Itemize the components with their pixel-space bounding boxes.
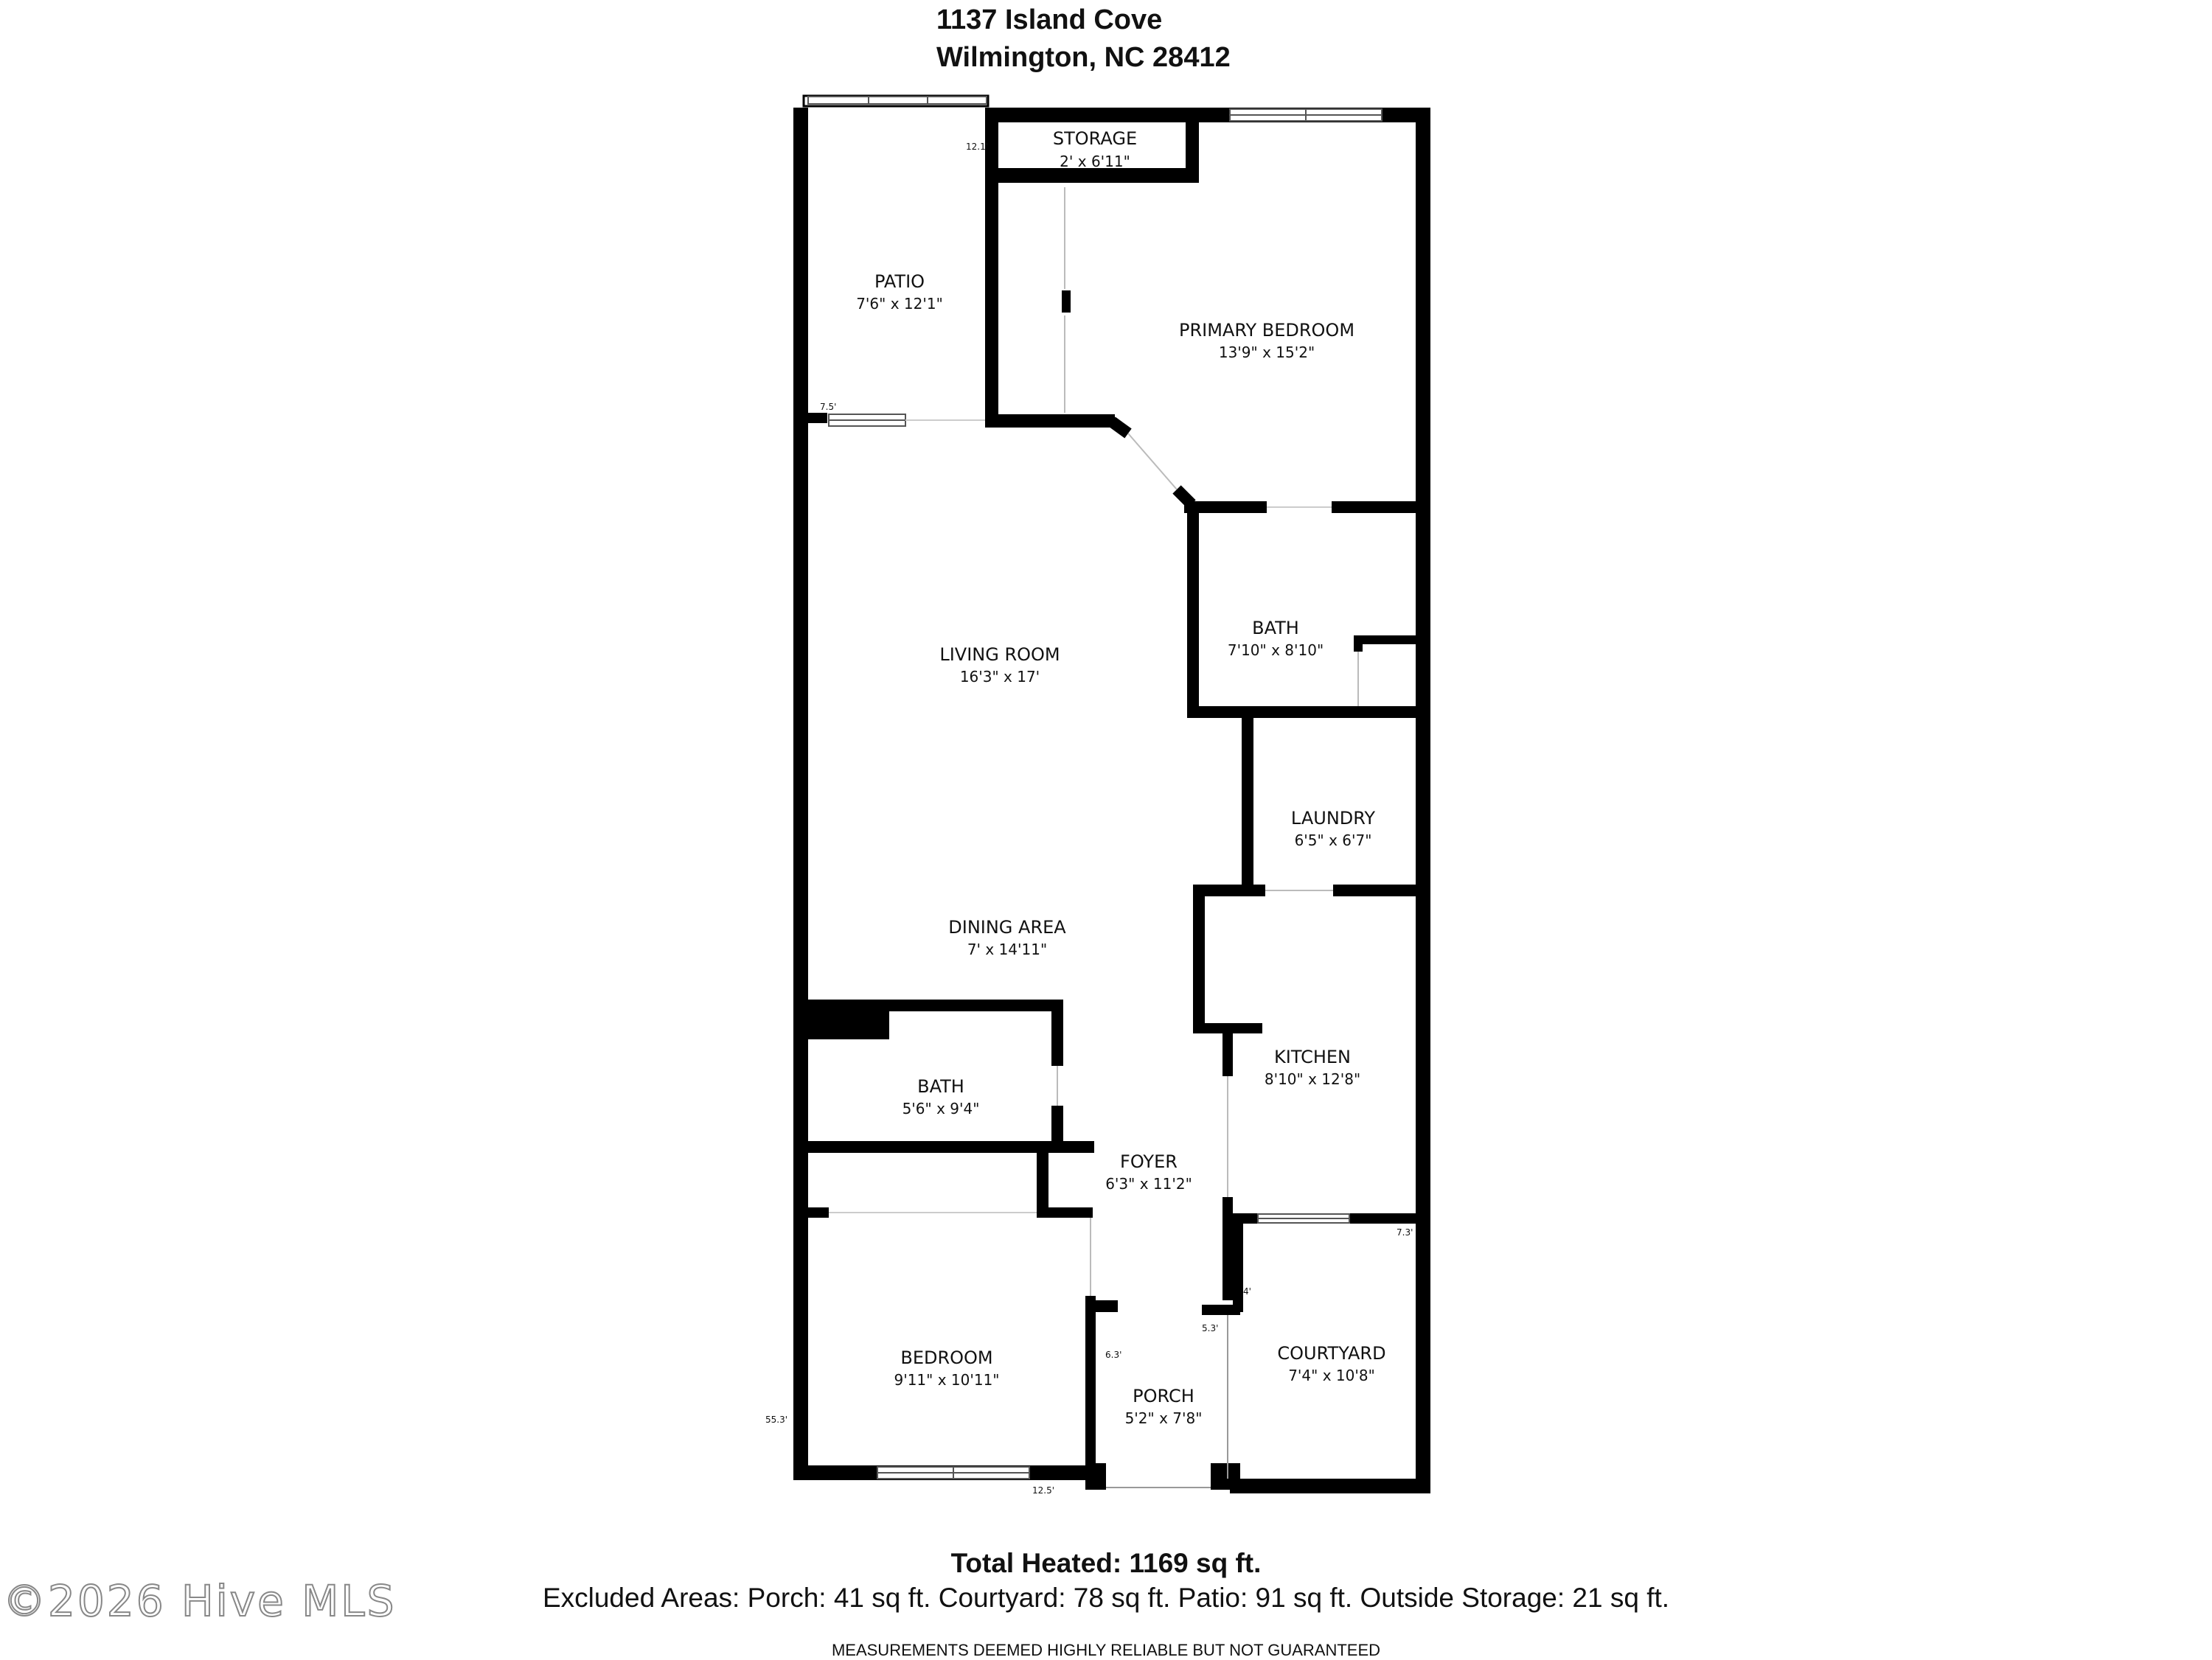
kitchen-west-wall-lower: [1222, 1197, 1233, 1300]
room-label-storage: STORAGE: [1053, 128, 1137, 149]
dimension-label: 7.5': [820, 402, 836, 412]
watermark: ©2026 Hive MLS: [2, 1575, 397, 1627]
hall-bath-east-wall-upper: [1051, 1000, 1063, 1066]
bedroom-east-wall: [1085, 1296, 1096, 1480]
dimension-label: 55.3': [765, 1415, 787, 1425]
outer-wall-west: [793, 108, 808, 1479]
room-size-primary-bath: 7'10" x 8'10": [1228, 641, 1324, 659]
room-size-laundry: 6'5" x 6'7": [1295, 831, 1372, 849]
room-label-dining-area: DINING AREA: [948, 917, 1066, 938]
dimension-label: 6.3': [1105, 1350, 1121, 1360]
patio-east-wall: [985, 108, 998, 426]
room-size-porch: 5'2" x 7'8": [1125, 1409, 1203, 1427]
room-size-living-room: 16'3" x 17': [960, 668, 1040, 686]
laundry-west-wall: [1242, 715, 1253, 892]
room-label-primary-bath: BATH: [1252, 618, 1299, 638]
porch-west-wing: [1085, 1300, 1118, 1312]
kitchen-west-wall-upper: [1193, 885, 1205, 1032]
room-label-foyer: FOYER: [1120, 1151, 1178, 1172]
room-size-foyer: 6'3" x 11'2": [1105, 1175, 1192, 1193]
room-size-hall-bath: 5'6" x 9'4": [902, 1100, 980, 1117]
room-size-primary-bedroom: 13'9" x 15'2": [1219, 343, 1315, 361]
hall-bath-south-wall: [808, 1141, 1094, 1153]
primary-bath-north-wall-b: [1332, 501, 1429, 513]
hall-bath-east-wall-lower: [1051, 1106, 1063, 1147]
dimension-label: 12.5': [1032, 1485, 1054, 1496]
bath-closet-jamb: [1354, 635, 1363, 652]
total-heated-area: Total Heated: 1169 sq ft.: [950, 1548, 1262, 1578]
room-size-kitchen: 8'10" x 12'8": [1265, 1070, 1360, 1088]
room-label-patio: PATIO: [874, 271, 925, 292]
room-label-porch: PORCH: [1133, 1386, 1194, 1406]
dimension-label: 12.1': [966, 142, 988, 152]
primary-bath-west-wall: [1187, 501, 1199, 715]
dimension-label: 5.3': [1202, 1323, 1218, 1333]
bedroom-north-jamb: [808, 1207, 829, 1218]
kitchen-wall-stub: [1222, 1033, 1233, 1076]
room-label-hall-bath: BATH: [917, 1076, 964, 1097]
outer-wall-east: [1416, 108, 1430, 1493]
closet-wall-stub: [1062, 290, 1071, 313]
angled-wall-a: [1108, 416, 1132, 439]
primary-bedroom-doorway: [1127, 433, 1178, 490]
room-size-patio: 7'6" x 12'1": [856, 295, 943, 313]
courtyard-north-wall-b: [1349, 1213, 1429, 1224]
dimension-labels: 12.1' 7.5' 55.3' 12.5' 6.3' 5.3' 4' 7.3': [765, 142, 1413, 1496]
laundry-south-wall-b: [1333, 885, 1429, 896]
room-label-kitchen: KITCHEN: [1274, 1047, 1351, 1067]
primary-bath-north-wall-a: [1184, 501, 1267, 513]
room-size-bedroom: 9'11" x 10'11": [894, 1371, 999, 1389]
dimension-label: 4': [1243, 1286, 1251, 1297]
address-line-1: 1137 Island Cove: [936, 4, 1163, 35]
room-label-courtyard: COURTYARD: [1277, 1343, 1385, 1364]
excluded-areas: Excluded Areas: Porch: 41 sq ft. Courtya…: [542, 1583, 1670, 1613]
room-label-laundry: LAUNDRY: [1291, 808, 1375, 829]
primary-bath-south-wall: [1187, 706, 1429, 718]
closet-south-wall: [1037, 1207, 1093, 1218]
room-labels: STORAGE 2' x 6'11" PATIO 7'6" x 12'1" PR…: [856, 128, 1385, 1427]
room-label-primary-bedroom: PRIMARY BEDROOM: [1179, 320, 1354, 341]
closet-east-wall: [1037, 1141, 1048, 1218]
room-label-bedroom: BEDROOM: [900, 1347, 992, 1368]
room-size-dining-area: 7' x 14'11": [967, 941, 1047, 958]
room-label-living-room: LIVING ROOM: [939, 644, 1060, 665]
room-size-storage: 2' x 6'11": [1060, 153, 1130, 170]
courtyard-west-wall: [1233, 1216, 1243, 1312]
windows-and-openings: [807, 96, 1382, 1488]
storage-south-wall: [998, 168, 1199, 183]
address-line-2: Wilmington, NC 28412: [936, 42, 1231, 73]
porch-east-wing: [1202, 1305, 1240, 1315]
outer-wall-south-courtyard: [1230, 1479, 1430, 1493]
kitchen-counter-wall: [1193, 1023, 1262, 1033]
dimension-label: 7.3': [1397, 1227, 1413, 1238]
patio-north-screen: [807, 96, 987, 105]
hall-bath-north-wall: [808, 1000, 1063, 1011]
laundry-south-wall-a: [1193, 885, 1265, 896]
living-north-wall: [985, 414, 1112, 428]
patio-slider-jamb: [808, 413, 827, 423]
measurement-disclaimer: MEASUREMENTS DEEMED HIGHLY RELIABLE BUT …: [831, 1641, 1381, 1659]
storage-east-wall: [1186, 108, 1199, 181]
room-size-courtyard: 7'4" x 10'8": [1288, 1367, 1375, 1384]
bath-closet-wall: [1355, 635, 1429, 644]
